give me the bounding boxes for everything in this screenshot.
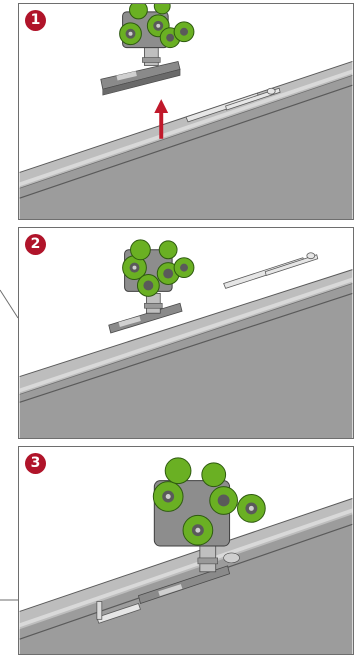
roller-carriage: [123, 240, 194, 313]
step-1-illustration: [19, 4, 353, 219]
rail-slots: [224, 253, 318, 289]
step-2-panel: 2: [18, 227, 354, 439]
rail: [20, 61, 353, 219]
step-number-badge: 3: [25, 453, 46, 474]
step-3-illustration: [19, 447, 353, 654]
step-number-badge: 1: [25, 10, 46, 31]
roller-carriage: [120, 4, 194, 65]
rail: [20, 270, 353, 438]
step-3-panel: 3: [18, 446, 354, 655]
step-2-illustration: [19, 228, 353, 438]
mounting-plate: [101, 61, 180, 95]
step-1-panel: 1: [18, 3, 354, 220]
step-number-badge: 2: [25, 234, 46, 255]
